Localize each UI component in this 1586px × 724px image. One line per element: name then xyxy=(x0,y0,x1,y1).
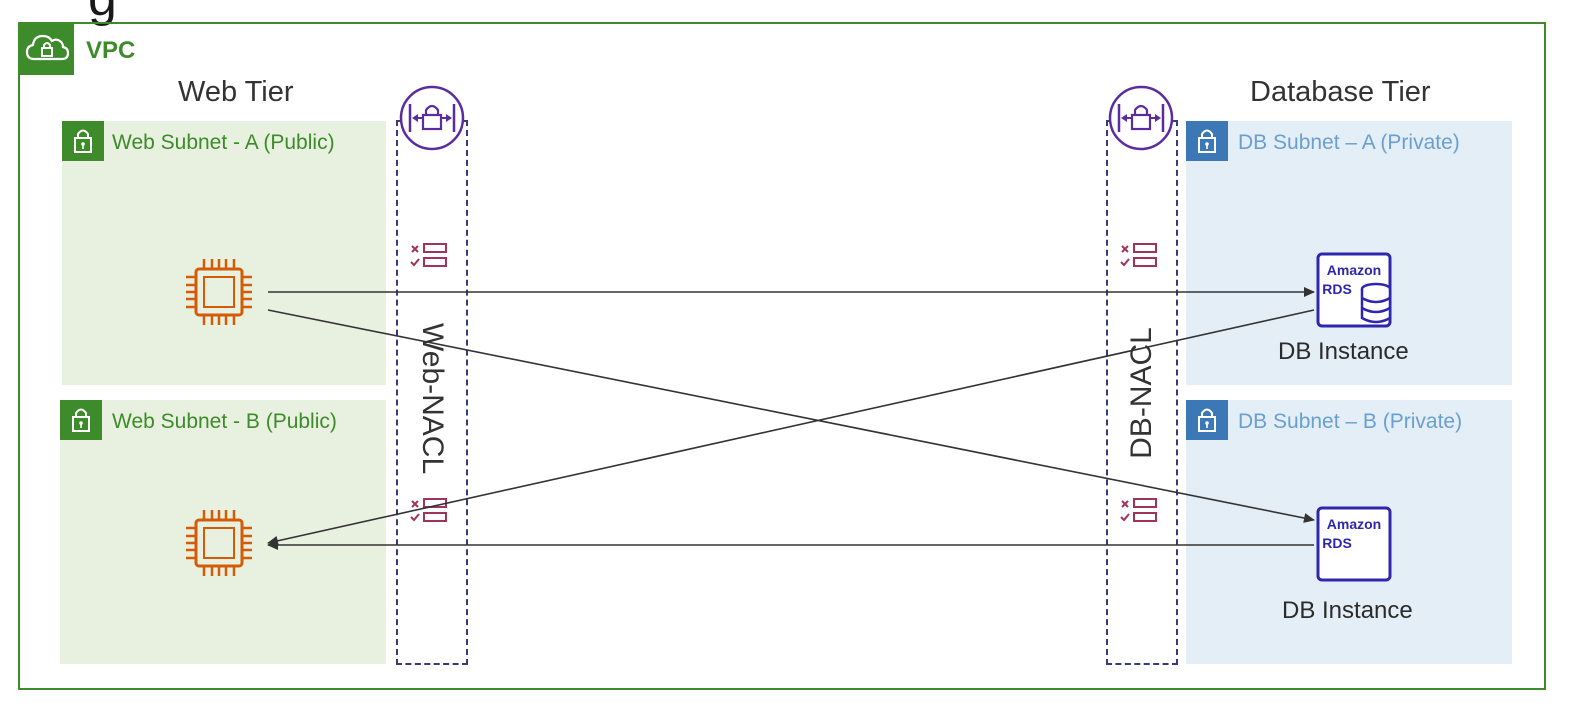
cropped-heading-glyph: g xyxy=(88,0,117,24)
rds-badge-line2: RDS xyxy=(1322,281,1352,297)
network-acl-icon xyxy=(399,85,465,151)
lock-icon xyxy=(62,121,104,161)
rules-list-icon xyxy=(1120,243,1157,267)
database-tier-heading: Database Tier xyxy=(1250,76,1431,108)
web-subnet-b: Web Subnet - B (Public) xyxy=(60,400,386,664)
rules-list-icon xyxy=(1120,498,1157,522)
lock-icon xyxy=(60,400,102,440)
db-instance-caption: DB Instance xyxy=(1278,338,1409,365)
vpc-label: VPC xyxy=(86,37,136,64)
rds-badge-line1: Amazon xyxy=(1327,262,1381,278)
connector-db-a-to-web-b xyxy=(267,309,1315,546)
db-instance-caption: DB Instance xyxy=(1282,597,1413,624)
connector-web-a-to-db-b xyxy=(267,309,1315,523)
rds-icon: Amazon RDS xyxy=(1316,506,1392,582)
cloud-lock-icon xyxy=(20,23,74,75)
rules-list-icon xyxy=(410,243,447,267)
subnet-label: Web Subnet - A (Public) xyxy=(112,131,335,154)
web-tier-heading: Web Tier xyxy=(178,76,294,108)
web-subnet-a: Web Subnet - A (Public) xyxy=(62,121,386,385)
rds-database-icon: Amazon RDS xyxy=(1316,252,1392,328)
lock-icon xyxy=(1186,121,1228,161)
subnet-label: Web Subnet - B (Public) xyxy=(112,410,337,433)
lock-icon xyxy=(1186,400,1228,440)
rds-badge-line2: RDS xyxy=(1322,535,1352,551)
ec2-instance-icon xyxy=(184,508,254,578)
subnet-label: DB Subnet – A (Private) xyxy=(1238,131,1460,154)
subnet-label: DB Subnet – B (Private) xyxy=(1238,410,1463,433)
network-acl-icon xyxy=(1108,85,1174,151)
rds-badge-line1: Amazon xyxy=(1327,516,1381,532)
ec2-instance-icon xyxy=(184,257,254,327)
vpc-container xyxy=(18,22,1546,690)
